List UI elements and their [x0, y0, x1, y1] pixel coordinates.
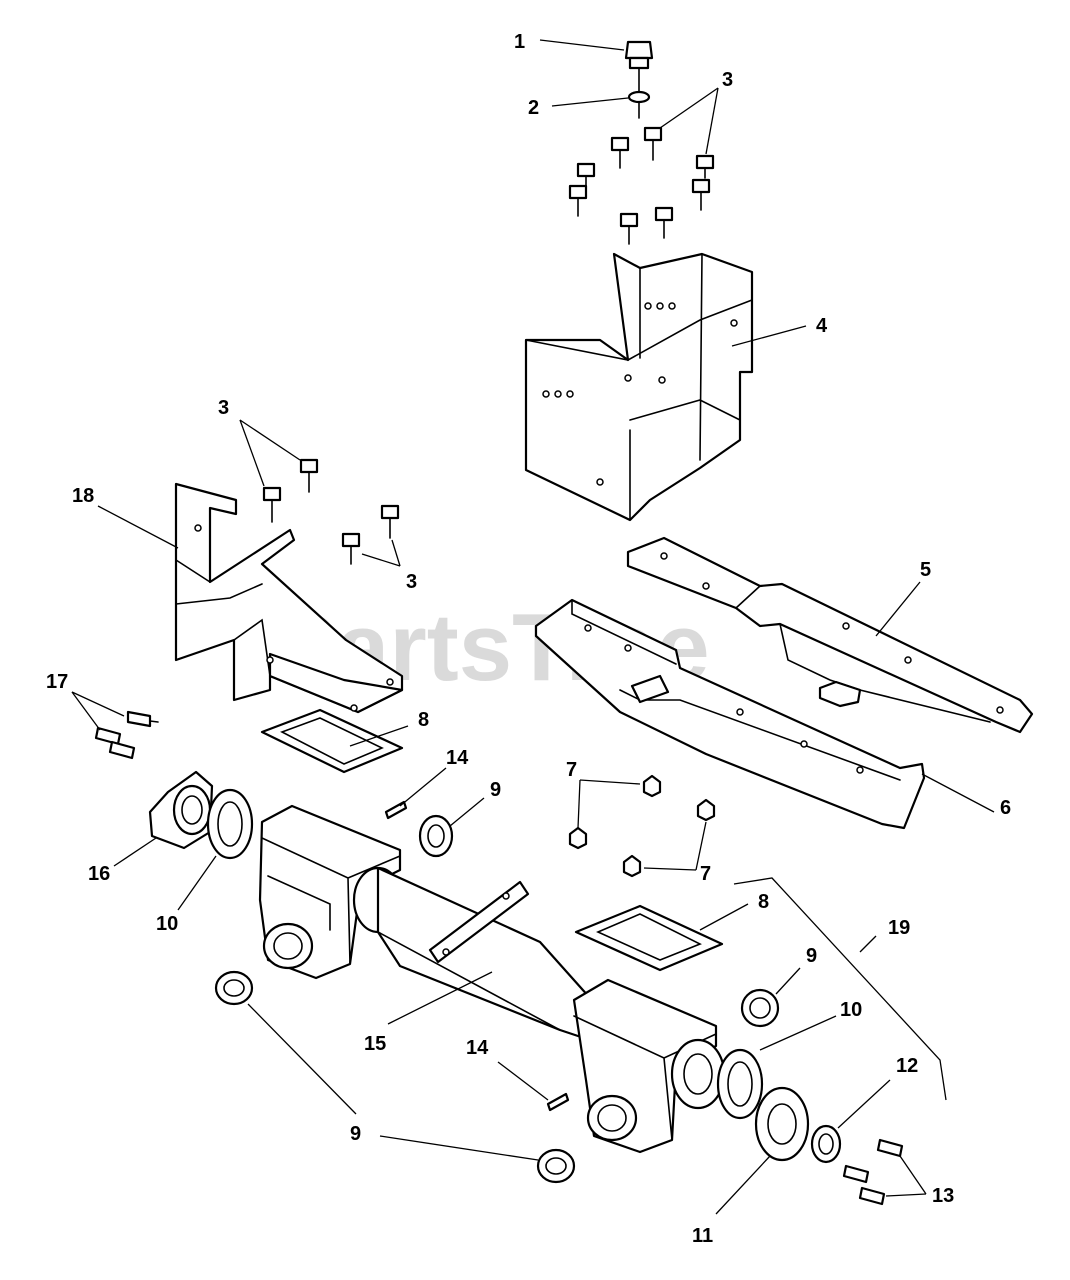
callout-14: 14: [446, 747, 469, 769]
callout-3: 3: [218, 397, 229, 419]
callout-11: 11: [692, 1225, 713, 1247]
callout-5: 5: [920, 559, 931, 581]
part-8-gasket-lower[interactable]: [574, 904, 724, 972]
callout-10: 10: [156, 913, 178, 935]
callout-7: 7: [700, 863, 711, 885]
callout-3: 3: [722, 69, 733, 91]
part-9-seal-d[interactable]: [536, 1148, 576, 1184]
callout-1: 1: [514, 31, 525, 53]
callout-17: 17: [46, 671, 68, 693]
callout-8: 8: [758, 891, 769, 913]
callout-15: 15: [364, 1033, 386, 1055]
callout-4: 4: [816, 315, 828, 337]
part-5-frame-plate[interactable]: [626, 536, 1034, 734]
callout-6: 6: [1000, 797, 1011, 819]
callout-3: 3: [406, 571, 417, 593]
part-17-bolts[interactable]: [94, 710, 159, 760]
callout-9: 9: [490, 779, 501, 801]
part-15-axle-housing[interactable]: [258, 804, 726, 1154]
callout-9: 9: [806, 945, 817, 967]
callout-7: 7: [566, 759, 577, 781]
part-6-frame-plate[interactable]: [534, 598, 926, 830]
part-3-bolts-left[interactable]: [262, 458, 400, 565]
part-16-bearing-flange[interactable]: [148, 770, 214, 850]
callout-10: 10: [840, 999, 862, 1021]
part-9-seal-a[interactable]: [418, 814, 454, 858]
part-11-bearing-flange[interactable]: [754, 1086, 810, 1162]
part-13-bolts[interactable]: [842, 1138, 904, 1206]
part-7-nuts[interactable]: [568, 774, 716, 878]
callout-labels: 1 2 3 4 3 18 3 5 17 8 14 9 7 6 16 7 10 8…: [46, 31, 1011, 1247]
part-18-mounting-bracket[interactable]: [174, 482, 404, 714]
part-3-bolts-upper[interactable]: [568, 126, 715, 245]
callout-18: 18: [72, 485, 94, 507]
part-14-roll-pin-upper[interactable]: [384, 800, 408, 820]
callout-12: 12: [896, 1055, 918, 1077]
callout-2: 2: [528, 97, 539, 119]
callout-9: 9: [350, 1123, 361, 1145]
part-1-dipstick[interactable]: [624, 40, 654, 119]
leader-lines: [71, 39, 995, 1215]
part-9-seal-b[interactable]: [214, 970, 254, 1006]
callout-19: 19: [888, 917, 910, 939]
part-9-seal-c[interactable]: [740, 988, 780, 1028]
callout-8: 8: [418, 709, 429, 731]
part-2-o-ring[interactable]: [627, 90, 651, 104]
callout-13: 13: [932, 1185, 954, 1207]
callout-16: 16: [88, 863, 110, 885]
part-4-housing-bracket[interactable]: [524, 252, 754, 522]
part-14-roll-pin-lower[interactable]: [546, 1092, 570, 1112]
part-10-gasket-right[interactable]: [716, 1048, 764, 1120]
part-10-gasket-left[interactable]: [206, 788, 254, 860]
part-12-seal[interactable]: [810, 1124, 842, 1164]
callout-14: 14: [466, 1037, 489, 1059]
part-8-gasket-upper[interactable]: [260, 708, 404, 774]
